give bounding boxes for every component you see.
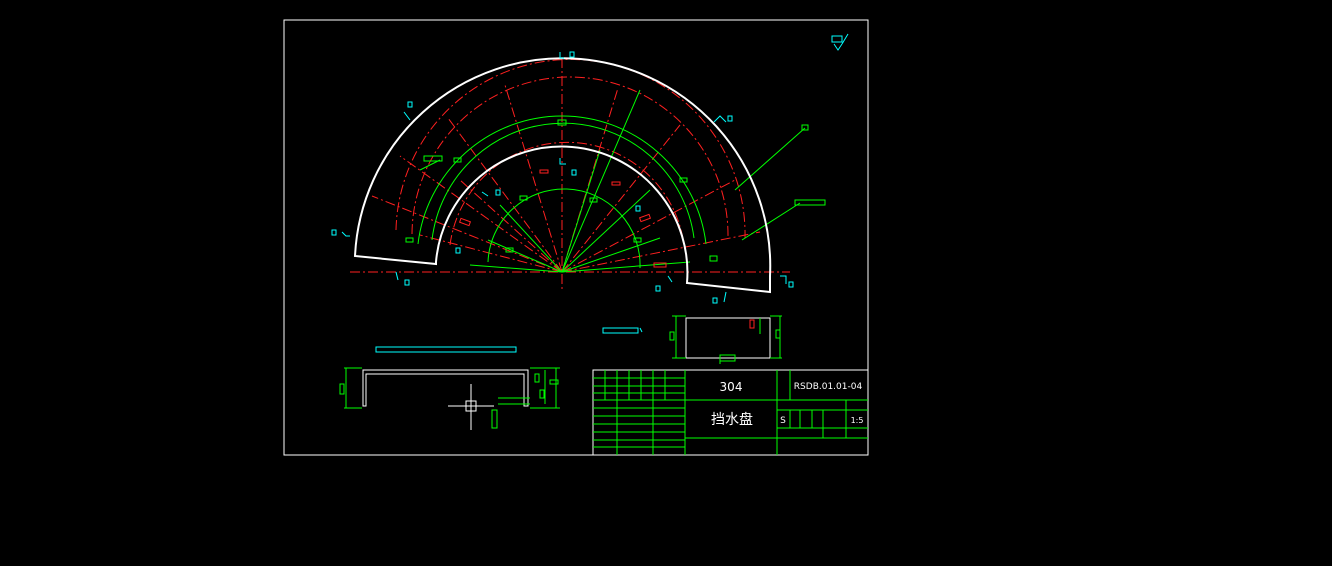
title-block <box>592 369 869 456</box>
scale-label: 1:5 <box>851 416 864 425</box>
stage-mark: S <box>780 416 786 426</box>
red-marks <box>458 169 667 268</box>
main-view <box>331 33 849 304</box>
section-view <box>339 346 560 430</box>
centerlines <box>350 58 790 290</box>
part-outline <box>353 57 772 294</box>
material-label: 304 <box>720 380 743 394</box>
annotation-marks <box>331 33 849 304</box>
title-block-text: 304 挡水盘 RSDB.01.01-04 S 1:5 <box>711 380 863 428</box>
drawing-frame <box>283 19 869 456</box>
part-name: 挡水盘 <box>711 411 753 428</box>
dimension-lines <box>405 89 826 273</box>
side-view <box>602 315 782 364</box>
drawing-number: RSDB.01.01-04 <box>794 382 863 392</box>
